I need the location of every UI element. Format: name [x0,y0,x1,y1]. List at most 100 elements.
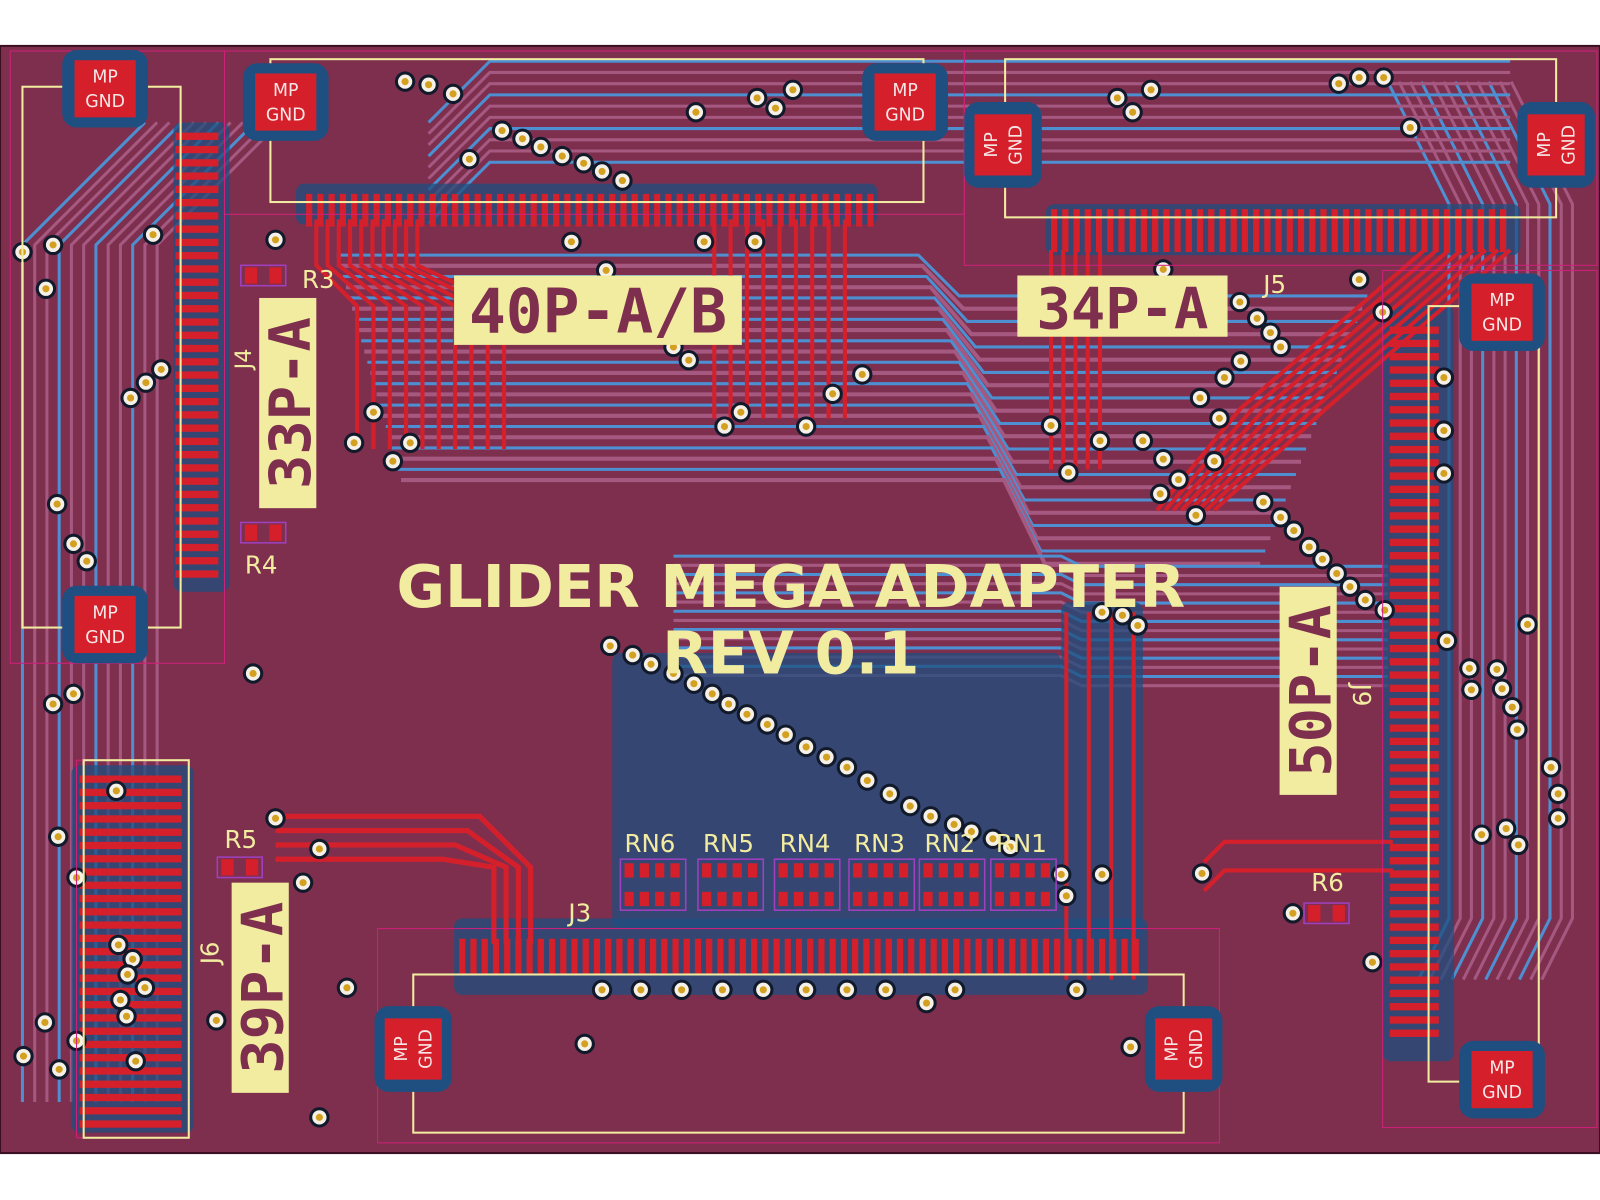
mount-pad-label-mp: MP [892,81,917,101]
j4-pad [175,265,219,273]
board-revision: REV 0.1 [662,618,919,687]
j5-pad [1320,209,1327,253]
via-drill [950,820,958,829]
resistor-network-pad [655,863,665,878]
j6-pad [79,775,182,783]
bottom-trace [1420,80,1485,981]
via-drill [69,540,78,548]
via-drill [1355,73,1363,82]
top-trace [1204,248,1500,512]
j9-pad [1389,790,1439,799]
resistor-network-pad [778,863,788,878]
resistor-outline [1303,902,1350,925]
j3-pad [560,938,567,975]
resistor-network-pad [793,891,804,907]
j-40p-pad [800,193,807,227]
via-drill [54,833,62,841]
via-drill [19,1052,28,1060]
via-drill [606,642,614,650]
via-drill [49,700,57,708]
label-50p-a: 50P-A [1279,586,1345,795]
via-drill [449,90,457,98]
j5-pad [1387,209,1394,253]
resistor-network-pad [898,863,909,878]
j-40p-pad [732,193,739,227]
j5-pad [1230,209,1237,253]
via-drill [558,152,566,160]
j3-pad [852,938,859,975]
j5-pad [1185,209,1192,253]
j9-pad [1389,777,1439,785]
j-40p-pad [452,193,459,227]
via-drill [581,1040,589,1048]
via-drill [299,879,307,887]
j5-pad [1488,209,1495,253]
via-drill [1333,569,1341,578]
bottom-trace [673,572,1388,587]
mount-pad-label-gnd: GND [1482,316,1522,336]
mount-pad-label-mp: MP [1163,1036,1183,1061]
j3-pad [526,938,533,975]
via-drill [802,743,810,751]
bottom-trace [427,93,1511,158]
top-trace [314,219,360,449]
via-drill [1236,298,1244,306]
mount-pad-label-gnd: GND [266,105,306,125]
top-trace [1163,248,1439,512]
j3-pad [964,938,971,975]
via-drill [1064,468,1072,477]
j-40p-pad [811,193,818,227]
via-drill [425,81,433,89]
via-drill [1196,394,1204,402]
via-drill [123,970,132,979]
mount-pad-label-gnd: GND [885,105,925,125]
label-34p-a: 34P-A [1017,275,1228,343]
j9-pad [1389,711,1439,719]
j6-pad [79,828,182,836]
via-drill [149,231,157,239]
resistor-outline [240,521,287,544]
via-drill [369,408,378,416]
via-drill [669,669,678,678]
via-drill [1159,265,1167,273]
ref-rn5: RN5 [703,829,754,858]
via-drill [157,365,165,373]
resistor-network-pad [923,863,933,878]
via-drill [49,241,57,249]
resistor-pad [1332,905,1345,922]
j-40p-pad [306,193,313,227]
ref-r3: R3 [302,265,335,294]
via-drill [53,500,61,508]
resistor-network-outline [990,858,1057,911]
resistor-network-pad [969,891,979,907]
j9-pad [1389,1016,1439,1024]
via-drill [389,457,397,465]
j-40p-pad [698,193,706,227]
via-drill [743,710,751,718]
resistor-pad [245,859,259,876]
resistor-network-pad [670,891,680,907]
mount-pad-label-mp: MP [92,68,117,88]
via-drill [132,1057,140,1065]
j3-pad [627,938,634,975]
resistor-network-outline [848,858,916,911]
j9-pad [1389,751,1439,759]
j5-pad [1152,209,1159,253]
j-40p-pad [407,193,414,227]
via-drill [1440,427,1448,435]
mount-pad-label-mp: MP [92,603,117,623]
via-drill [685,356,693,364]
bottom-trace [673,591,1388,605]
via-drill [42,285,50,293]
via-drill [1139,437,1147,445]
via-drill [618,177,627,185]
via-drill [1467,686,1475,694]
mount-pad-label-mp: MP [273,81,298,101]
bottom-trace [673,582,1388,596]
j9-pad [1389,817,1439,825]
resistor-pad [244,524,258,541]
j3-pad [1076,938,1083,975]
j4-pad [175,451,219,459]
via-drill [114,941,122,949]
